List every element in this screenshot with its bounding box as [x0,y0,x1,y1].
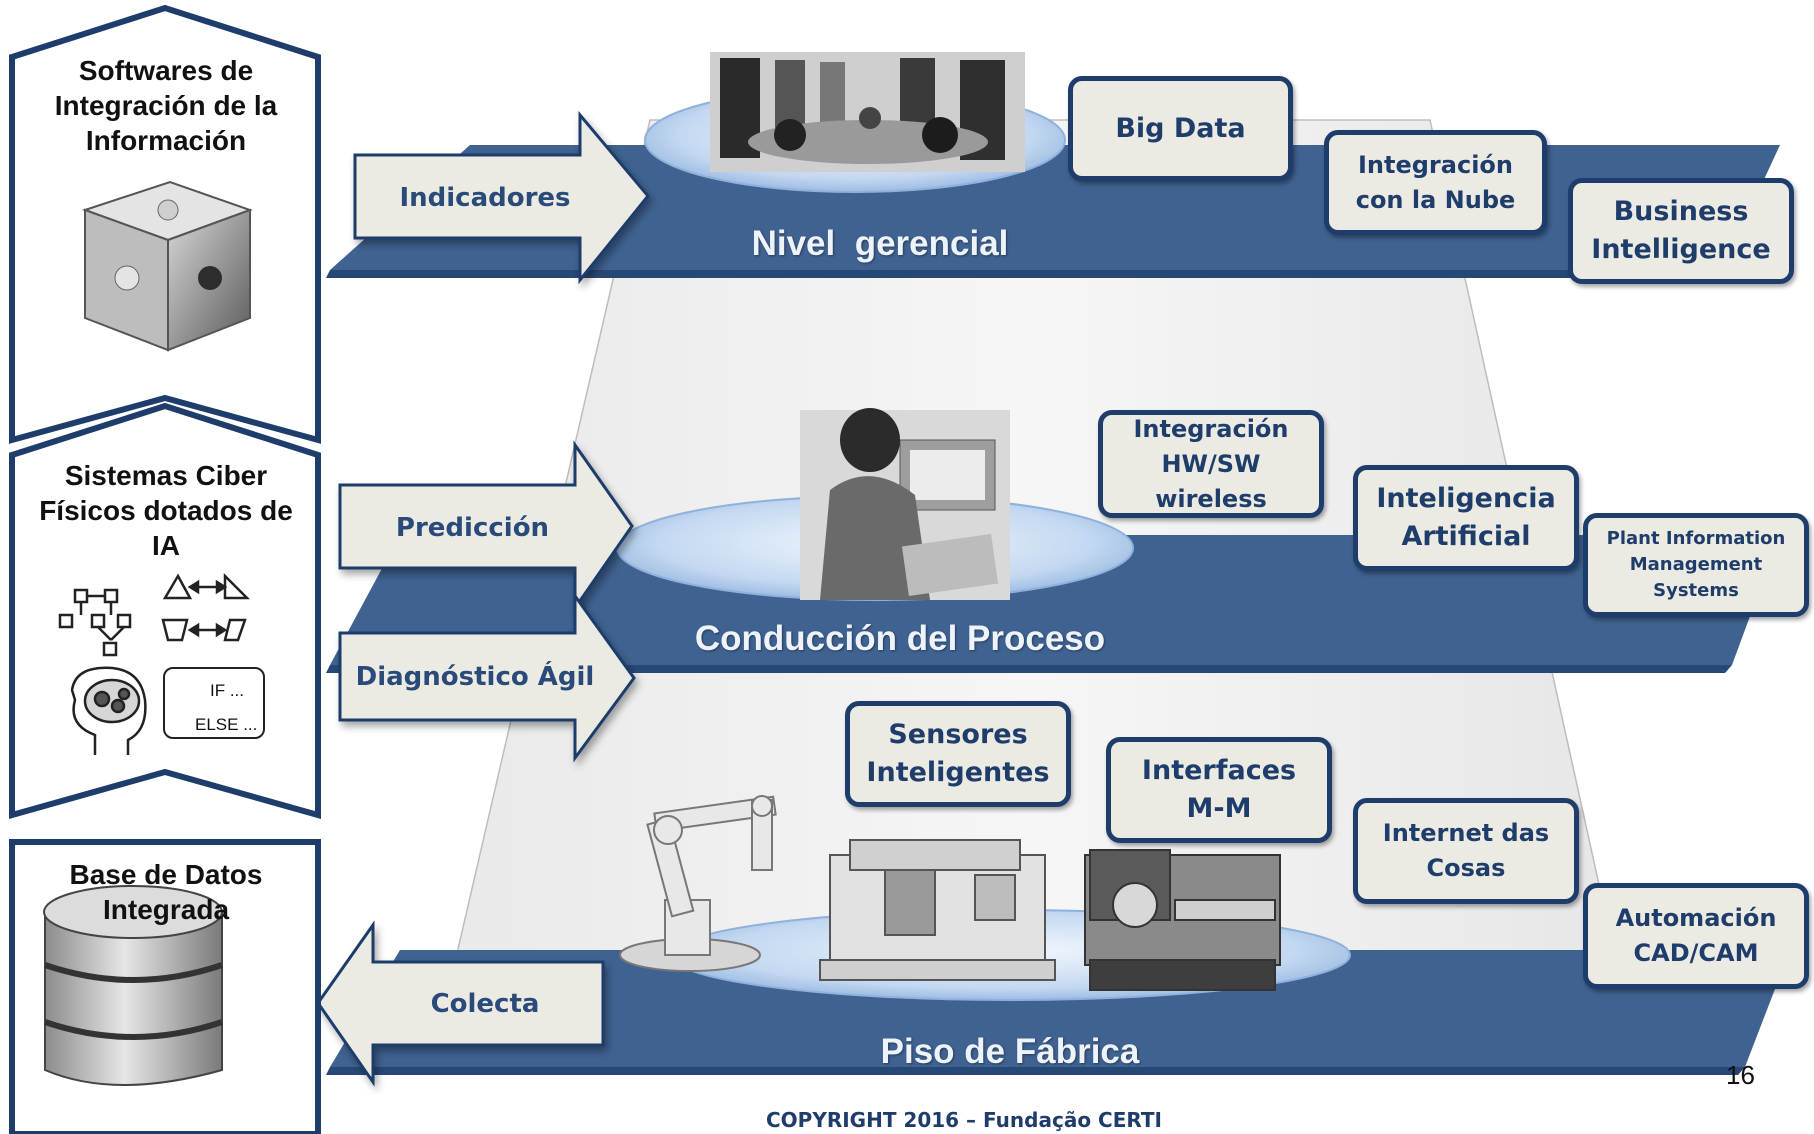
copyright-footer: COPYRIGHT 2016 – Fundação CERTI [766,1108,1162,1132]
ai-brain-icon [70,666,147,755]
tag-hwsw-integration: Integración HW/SW wireless [1098,410,1324,518]
level-top-label: Nivel gerencial [751,224,1009,263]
database-icon [43,885,223,1086]
band-bottom [330,950,1790,1067]
cnc-machine-photo [819,839,1056,981]
code-line-else: ELSE ... [195,715,258,734]
arrow-diagnostico-shape [338,591,636,763]
tag-artificial-intelligence: Inteligencia Artificial [1353,465,1579,571]
operator-at-computer-photo [800,408,1010,600]
arrow-colecta-label: Colecta [430,989,540,1019]
tag-hwsw-integration-text: Integración HW/SW wireless [1133,414,1289,513]
tag-cloud-integration: Integración con la Nube [1324,130,1547,235]
arrow-indicadores-label: Indicadores [399,182,571,213]
panel-database-title: Base de Datos Integrada [69,859,263,925]
tag-plant-info-management-text: Plant Information Management Systems [1606,528,1786,601]
tag-internet-of-things-text: Internet das Cosas [1382,819,1550,882]
tag-big-data-text: Big Data [1115,113,1246,144]
level-bottom-label: Piso de Fábrica [880,1032,1140,1071]
level-middle-label: Conducción del Proceso [694,619,1106,658]
puzzle-cube-icon [81,180,253,352]
panel-cyber-title: Sistemas Ciber Físicos dotados de IA [39,460,293,561]
tag-big-data: Big Data [1068,76,1293,181]
if-else-code-icon: IF ... ELSE ... [163,667,265,739]
tag-cad-cam-automation: Automación CAD/CAM [1583,883,1809,989]
meeting-room-photo [710,52,1025,172]
tag-plant-info-management: Plant Information Management Systems [1583,513,1809,617]
tag-smart-sensors-text: Sensores Inteligentes [866,719,1050,788]
code-line-if: IF ... [210,681,244,700]
shape-transform-icon [161,572,251,642]
tag-business-intelligence-text: Business Intelligence [1591,196,1771,265]
panel-software-title: Softwares de Integración de la Informaci… [54,55,278,156]
tag-internet-of-things: Internet das Cosas [1353,798,1579,904]
tag-artificial-intelligence-text: Inteligencia Artificial [1376,483,1556,552]
tag-mm-interfaces-text: Interfaces M-M [1141,755,1297,824]
arrow-diagnostico-label: Diagnóstico Ágil [355,662,595,692]
page-number: 16 [1726,1060,1755,1090]
tag-smart-sensors: Sensores Inteligentes [845,701,1071,807]
tag-cloud-integration-text: Integración con la Nube [1355,150,1516,214]
arrow-prediccion-label: Predicción [395,512,550,543]
arrow-prediccion-shape [338,440,634,613]
tag-business-intelligence: Business Intelligence [1568,178,1794,284]
robot-arm-photo [619,795,777,972]
lathe-machine-photo [1084,849,1281,991]
arrow-colecta-shape [316,920,605,1087]
tag-mm-interfaces: Interfaces M-M [1106,737,1332,843]
arrow-indicadores-shape [353,110,650,285]
flowchart-icon [58,588,132,657]
tag-cad-cam-automation-text: Automación CAD/CAM [1615,904,1777,967]
